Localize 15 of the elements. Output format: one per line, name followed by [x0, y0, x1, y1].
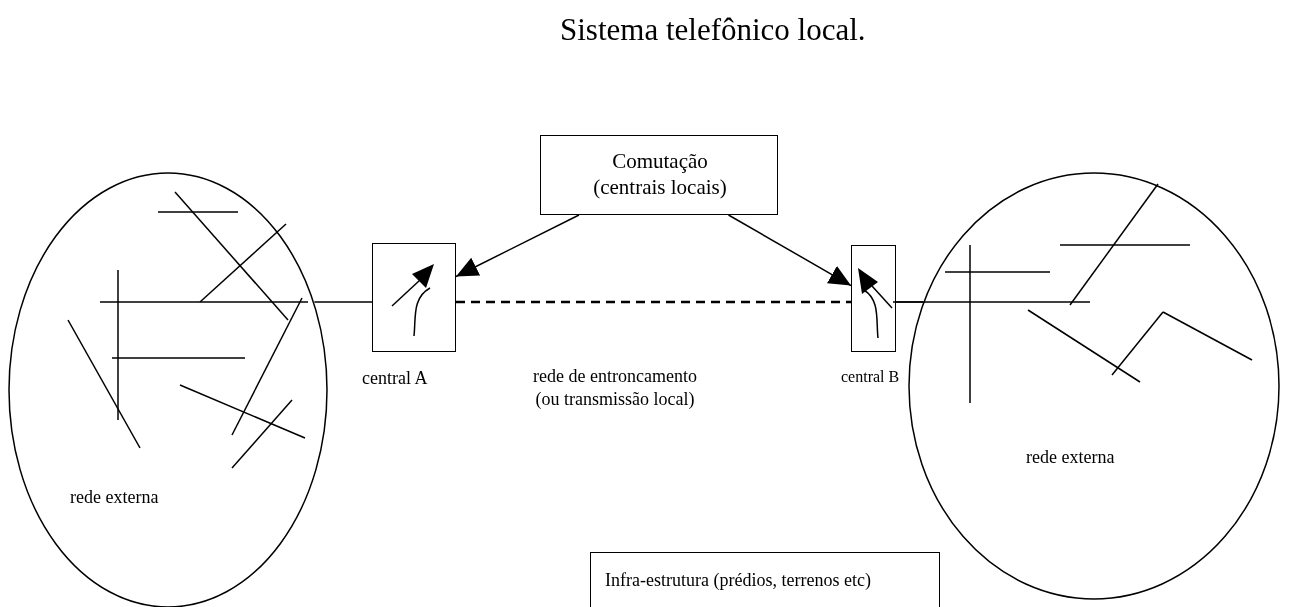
node-label: rede externa — [1026, 446, 1116, 469]
label-box — [540, 135, 778, 215]
switch-box — [851, 245, 896, 352]
dashed-line — [456, 300, 851, 304]
arrow — [455, 214, 580, 278]
node-label: Infra-estrutura (prédios, terrenos etc) — [605, 569, 872, 592]
connector-line — [313, 301, 373, 303]
arrow — [727, 214, 852, 287]
caption-label: central A — [362, 368, 428, 389]
switch-box — [372, 243, 456, 352]
node-label: rede externa — [70, 486, 160, 509]
caption-label: central B — [841, 368, 900, 386]
node-label: Comutação (centrais locais) — [592, 148, 728, 200]
label-box — [590, 552, 940, 607]
diagram-title: Sistema telefônico local. — [560, 12, 866, 48]
